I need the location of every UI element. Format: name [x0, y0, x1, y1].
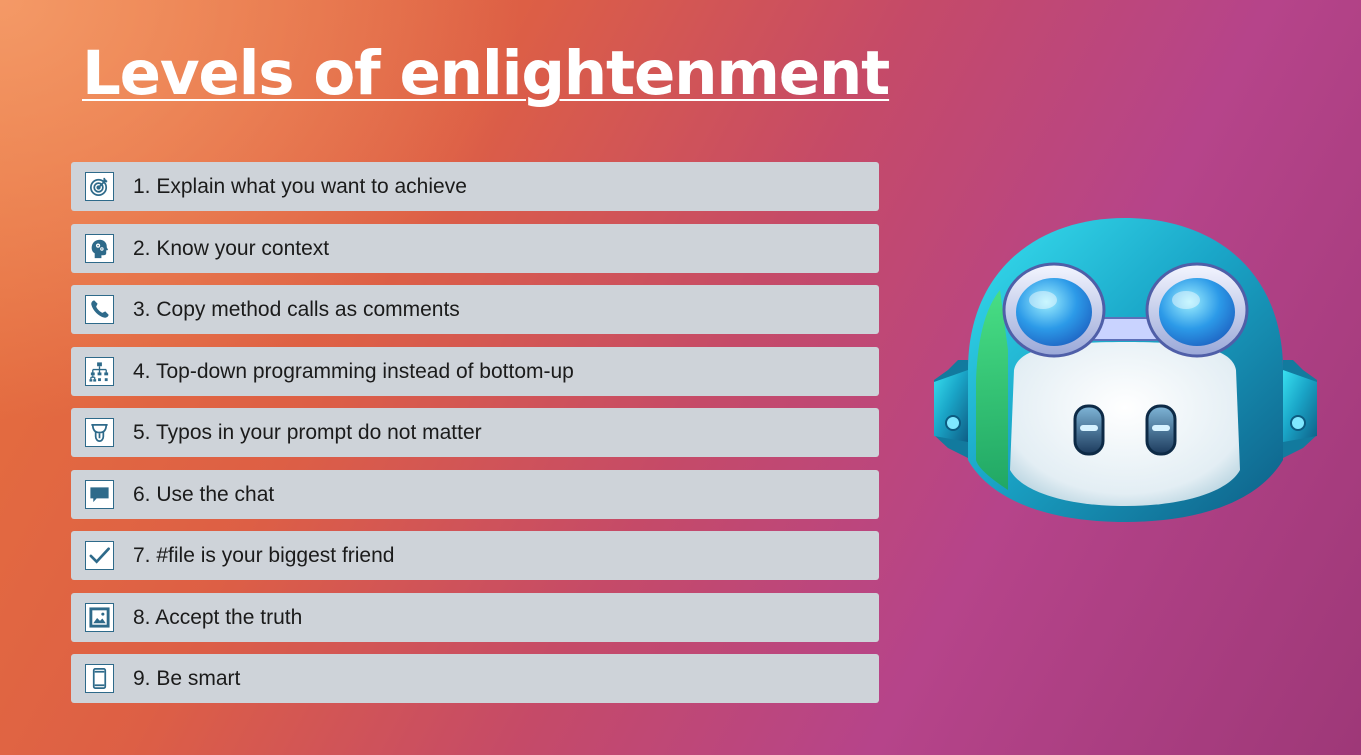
- hierarchy-icon: [85, 356, 114, 386]
- list-item-5: 5. Typos in your prompt do not matter: [71, 408, 879, 457]
- head-gears-icon: [85, 233, 114, 263]
- list-item-label: 7. #file is your biggest friend: [133, 544, 395, 567]
- copilot-mascot: [928, 210, 1323, 530]
- list-item-3: 3. Copy method calls as comments: [71, 285, 879, 334]
- list-item-7: 7. #file is your biggest friend: [71, 531, 879, 580]
- list-item-8: 8. Accept the truth: [71, 592, 879, 642]
- list-item-9: 9. Be smart: [71, 654, 879, 703]
- list-item-1: 1. Explain what you want to achieve: [71, 162, 879, 211]
- list-item-label: 5. Typos in your prompt do not matter: [133, 421, 482, 444]
- list-item-4: 4. Top-down programming instead of botto…: [71, 346, 879, 396]
- slide-title: Levels of enlightenment: [82, 38, 890, 109]
- list-item-2: 2. Know your context: [71, 223, 879, 273]
- target-icon: [85, 172, 114, 201]
- list-item-label: 6. Use the chat: [133, 482, 275, 506]
- list-item-label: 9. Be smart: [133, 667, 241, 690]
- list-item-label: 2. Know your context: [133, 236, 330, 260]
- phone-icon: [85, 295, 114, 324]
- tongue-out-icon: [85, 418, 114, 447]
- checkmark-icon: [85, 541, 114, 570]
- list-item-label: 3. Copy method calls as comments: [133, 298, 460, 321]
- list-item-6: 6. Use the chat: [71, 469, 879, 519]
- chat-icon: [85, 479, 114, 509]
- list-item-label: 4. Top-down programming instead of botto…: [133, 359, 574, 383]
- list-item-label: 8. Accept the truth: [133, 605, 303, 629]
- smartphone-icon: [85, 664, 114, 693]
- picture-frame-icon: [85, 602, 114, 632]
- list-item-label: 1. Explain what you want to achieve: [133, 175, 467, 198]
